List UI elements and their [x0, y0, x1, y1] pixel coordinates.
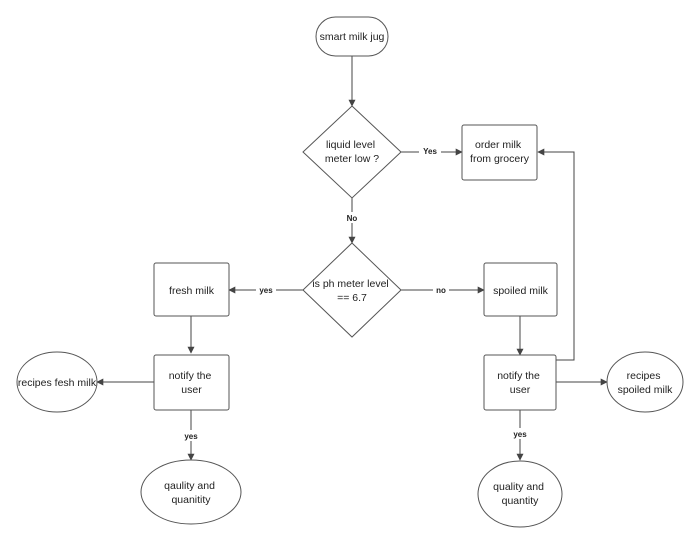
start-label-line: smart milk jug [320, 31, 385, 43]
quality-left-ellipse [140, 459, 242, 525]
edge-label-level-no: No [347, 214, 358, 223]
edge-label-ph-yes: yes [259, 286, 273, 295]
quality-right-ellipse [477, 460, 563, 528]
decision-liquid-level-label: liquid level meter low ? [325, 139, 379, 165]
decision-ph-level-line2: == 6.7 [337, 292, 367, 304]
spoiled-milk-box [483, 262, 558, 317]
recipes-fresh-line: recipes fesh milk [18, 377, 97, 389]
edge-label-ph-no: no [436, 286, 446, 295]
quality-left-line1: qaulity and [164, 480, 215, 492]
spoiled-milk-line: spoiled milk [493, 285, 549, 297]
notify-user-right-label: notify the user [497, 370, 543, 396]
order-milk-line2: from grocery [470, 153, 530, 165]
nodes: smart milk jug liquid level meter low ? … [16, 16, 684, 528]
edge-label-notify-right-yes: yes [513, 430, 527, 439]
notify-user-left-line2: user [181, 384, 202, 396]
start-label: smart milk jug [320, 31, 385, 43]
notify-user-right-box [483, 354, 557, 411]
order-milk-line1: order milk [475, 139, 522, 151]
notify-user-right-line2: user [510, 384, 531, 396]
edge-notify-right-to-order [537, 148, 575, 361]
decision-ph-level-line1: is ph meter level [312, 278, 388, 290]
notify-user-left-label: notify the user [169, 370, 215, 396]
decision-liquid-level [302, 105, 402, 199]
fresh-milk-box [153, 262, 230, 317]
quality-right-label: quality and quantity [493, 481, 547, 507]
notify-user-left-line1: notify the [169, 370, 212, 382]
decision-ph-level [302, 242, 402, 338]
recipes-fresh-label: recipes fesh milk [18, 377, 97, 389]
quality-left-label: qaulity and quanitity [164, 480, 218, 506]
spoiled-milk-label: spoiled milk [493, 285, 549, 297]
recipes-spoiled-ellipse [606, 351, 684, 413]
recipes-spoiled-line1: recipes [627, 370, 661, 382]
quality-left-line2: quanitity [171, 494, 211, 506]
decision-liquid-level-line2: meter low ? [325, 153, 379, 165]
order-milk-box [461, 124, 538, 181]
recipes-spoiled-line2: spoiled milk [618, 384, 674, 396]
fresh-milk-line: fresh milk [169, 285, 215, 297]
edge-labels: Yes No yes no yes yes [181, 145, 530, 441]
recipes-fresh-ellipse [16, 351, 98, 413]
recipes-spoiled-label: recipes spoiled milk [618, 370, 674, 396]
edge-label-level-yes: Yes [423, 147, 437, 156]
start-terminal [315, 16, 389, 57]
decision-liquid-level-line1: liquid level [326, 139, 375, 151]
edge-label-notify-left-yes: yes [184, 432, 198, 441]
quality-right-line1: quality and [493, 481, 544, 493]
fresh-milk-label: fresh milk [169, 285, 215, 297]
order-milk-label: order milk from grocery [470, 139, 530, 165]
notify-user-left-box [153, 354, 230, 411]
notify-user-right-line1: notify the [497, 370, 540, 382]
quality-right-line2: quantity [502, 495, 540, 507]
decision-ph-level-label: is ph meter level == 6.7 [312, 278, 391, 304]
